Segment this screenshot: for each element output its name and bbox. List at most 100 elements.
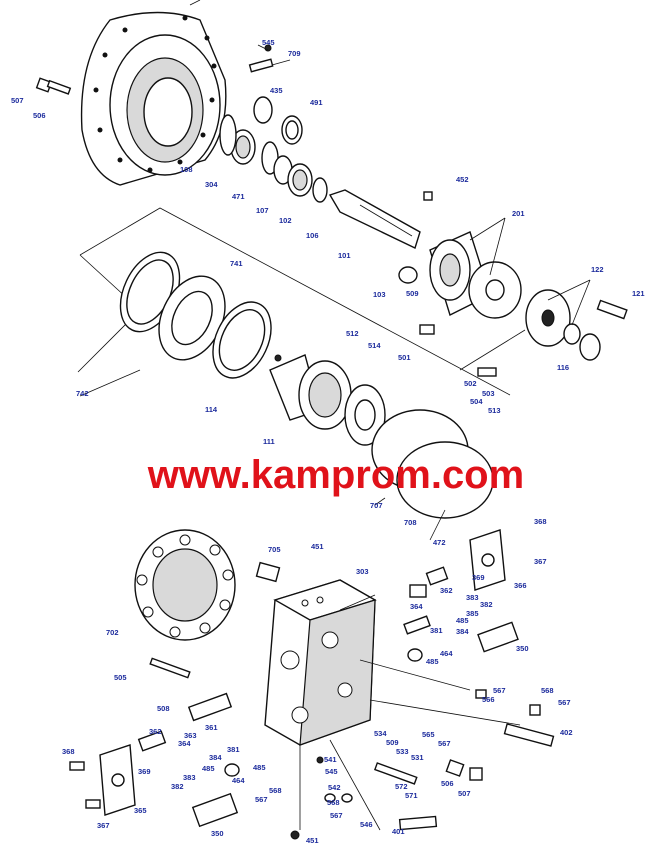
shaft-101 [328, 189, 433, 249]
part-label-472: 472 [433, 538, 446, 547]
part-label-507: 507 [458, 789, 471, 798]
part-label-705: 705 [268, 545, 281, 554]
part-label-568: 568 [269, 786, 282, 795]
part-label-702: 702 [106, 628, 119, 637]
swash-plate-201 [398, 231, 628, 377]
watermark-text: www.kamprom.com [147, 453, 524, 497]
part-label-534: 534 [374, 729, 387, 738]
part-label-471: 471 [232, 192, 245, 201]
part-label-362: 362 [440, 586, 453, 595]
part-label-107: 107 [256, 206, 269, 215]
part-label-451: 451 [311, 542, 324, 551]
part-label-367: 367 [97, 821, 110, 830]
part-label-365: 365 [134, 806, 147, 815]
part-label-435: 435 [270, 86, 283, 95]
part-label-506: 506 [441, 779, 454, 788]
part-label-501: 501 [398, 353, 411, 362]
part-label-566: 566 [482, 695, 495, 704]
part-label-509: 509 [386, 738, 399, 747]
part-label-385: 385 [466, 609, 479, 618]
part-label-504: 504 [470, 397, 483, 406]
part-label-546: 546 [360, 820, 373, 829]
part-label-509: 509 [406, 289, 419, 298]
part-label-514: 514 [368, 341, 381, 350]
part-label-362: 362 [149, 727, 162, 736]
part-label-363: 363 [184, 731, 197, 740]
cover-366 [469, 529, 506, 591]
part-label-350: 350 [516, 644, 529, 653]
part-label-542: 542 [328, 783, 341, 792]
part-label-568: 568 [327, 798, 340, 807]
part-label-464: 464 [232, 776, 245, 785]
part-label-506: 506 [33, 111, 46, 120]
part-label-568: 568 [541, 686, 554, 695]
part-label-384: 384 [209, 753, 222, 762]
cover-702 [134, 529, 281, 641]
part-label-545: 545 [262, 38, 275, 47]
part-label-707: 707 [370, 501, 383, 510]
part-label-567: 567 [438, 739, 451, 748]
part-label-452: 452 [456, 175, 469, 184]
part-label-361: 361 [205, 723, 218, 732]
part-label-708: 708 [404, 518, 417, 527]
part-label-513: 513 [488, 406, 501, 415]
part-label-451: 451 [306, 836, 319, 845]
part-label-741: 741 [230, 259, 243, 268]
part-number-labels: 5457095075064354911083044711071021064522… [11, 38, 645, 845]
part-label-485: 485 [253, 763, 266, 772]
part-label-565: 565 [422, 730, 435, 739]
part-label-709: 709 [288, 49, 301, 58]
part-label-369: 369 [138, 767, 151, 776]
part-label-382: 382 [171, 782, 184, 791]
part-label-106: 106 [306, 231, 319, 240]
part-label-533: 533 [396, 747, 409, 756]
part-label-567: 567 [255, 795, 268, 804]
part-label-122: 122 [591, 265, 604, 274]
pin-709 [248, 44, 274, 73]
part-label-368: 368 [534, 517, 547, 526]
part-label-571: 571 [405, 791, 418, 800]
part-label-402: 402 [560, 728, 573, 737]
part-label-369: 369 [472, 573, 485, 582]
part-label-567: 567 [558, 698, 571, 707]
bolt-507 [35, 77, 72, 95]
part-label-364: 364 [178, 739, 191, 748]
part-label-384: 384 [456, 627, 469, 636]
part-label-121: 121 [632, 289, 645, 298]
leader-lines [257, 44, 591, 831]
part-label-108: 108 [180, 165, 193, 174]
part-label-485: 485 [456, 616, 469, 625]
part-label-507: 507 [11, 96, 24, 105]
part-label-572: 572 [395, 782, 408, 791]
part-label-368: 368 [62, 747, 75, 756]
part-label-485: 485 [202, 764, 215, 773]
part-label-116: 116 [557, 363, 569, 372]
part-label-742: 742 [76, 389, 89, 398]
part-label-503: 503 [482, 389, 495, 398]
part-label-103: 103 [373, 290, 386, 299]
part-label-401: 401 [392, 827, 405, 836]
part-label-382: 382 [480, 600, 493, 609]
part-label-367: 367 [534, 557, 547, 566]
valve-block-303 [264, 579, 377, 746]
part-label-101: 101 [338, 251, 351, 260]
part-label-541: 541 [324, 755, 337, 764]
part-label-114: 114 [205, 405, 218, 414]
part-label-102: 102 [279, 216, 292, 225]
part-label-502: 502 [464, 379, 477, 388]
part-label-381: 381 [227, 745, 240, 754]
part-label-383: 383 [466, 593, 479, 602]
part-label-545: 545 [325, 767, 338, 776]
part-label-512: 512 [346, 329, 359, 338]
cover-365 [99, 744, 136, 816]
part-label-531: 531 [411, 753, 424, 762]
part-label-383: 383 [183, 773, 196, 782]
part-label-464: 464 [440, 649, 453, 658]
part-label-505: 505 [114, 673, 127, 682]
part-label-364: 364 [410, 602, 423, 611]
part-label-485: 485 [426, 657, 439, 666]
bearing-set-top [219, 96, 328, 203]
part-label-366: 366 [514, 581, 527, 590]
part-label-350: 350 [211, 829, 224, 838]
